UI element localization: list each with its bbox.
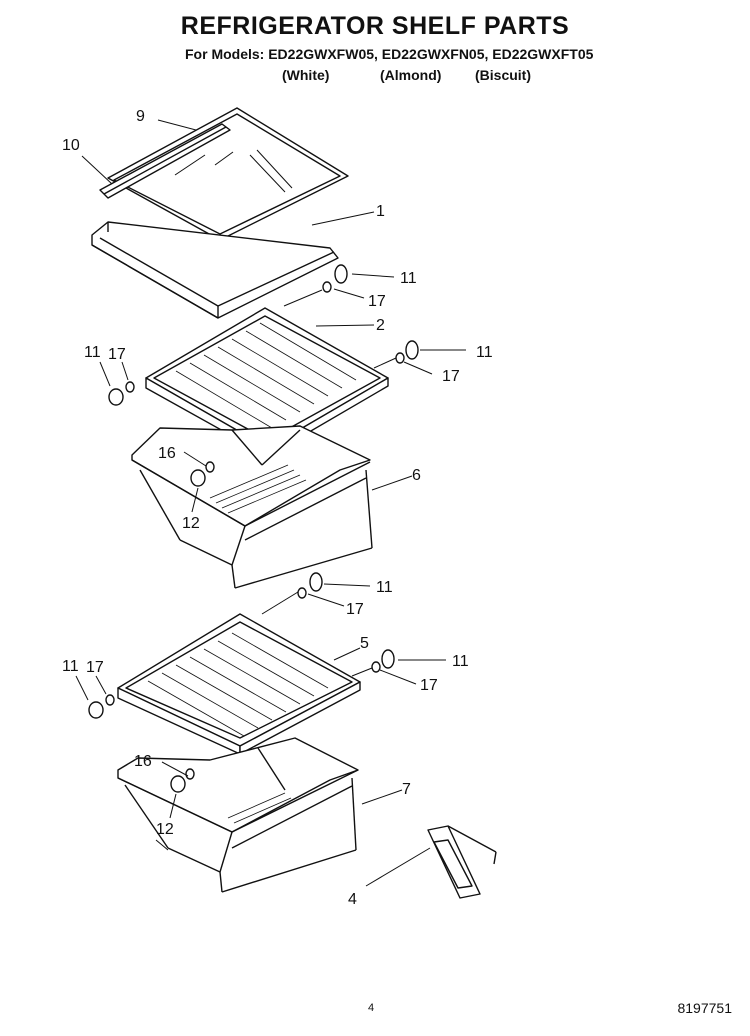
- variant-biscuit: (Biscuit): [475, 67, 531, 83]
- variant-white: (White): [282, 67, 330, 83]
- shelf-frame: [91, 221, 339, 319]
- callout-17: 17: [420, 677, 438, 694]
- lower-crisper-cover: [117, 613, 361, 755]
- page-number: 4: [368, 1002, 375, 1014]
- callout-2: 2: [376, 317, 385, 334]
- callout-10: 10: [62, 137, 80, 154]
- callout-9: 9: [136, 108, 145, 125]
- glass-shelf-panel: [107, 107, 349, 241]
- callout-16: 16: [134, 753, 152, 770]
- models-line: For Models: ED22GWXFW05, ED22GWXFN05, ED…: [185, 46, 594, 62]
- leader-lines: [75, 119, 466, 887]
- callout-11: 11: [400, 270, 417, 287]
- callout-11: 11: [84, 344, 101, 361]
- callout-16: 16: [158, 445, 176, 462]
- callout-17: 17: [108, 346, 126, 363]
- callout-17: 17: [442, 368, 460, 385]
- page-title: REFRIGERATOR SHELF PARTS: [180, 12, 570, 40]
- callout-4: 4: [348, 891, 357, 908]
- callout-6: 6: [412, 467, 421, 484]
- callout-1: 1: [376, 203, 385, 220]
- callout-11: 11: [452, 653, 469, 670]
- lower-crisper-drawer: [117, 737, 359, 893]
- callout-11: 11: [62, 658, 79, 675]
- callout-17: 17: [368, 293, 386, 310]
- callout-5: 5: [360, 635, 369, 652]
- callout-11: 11: [376, 579, 393, 596]
- callout-17: 17: [86, 659, 104, 676]
- variant-almond: (Almond): [380, 67, 442, 83]
- upper-crisper-drawer: [131, 425, 373, 589]
- document-number: 8197751: [677, 1000, 732, 1016]
- front-trim: [99, 123, 231, 199]
- callout-7: 7: [402, 781, 411, 798]
- callout-11: 11: [476, 344, 493, 361]
- bracket: [427, 825, 497, 899]
- callout-17: 17: [346, 601, 364, 618]
- callout-12: 12: [182, 515, 200, 532]
- callout-12: 12: [156, 821, 174, 838]
- hardware: [88, 264, 419, 793]
